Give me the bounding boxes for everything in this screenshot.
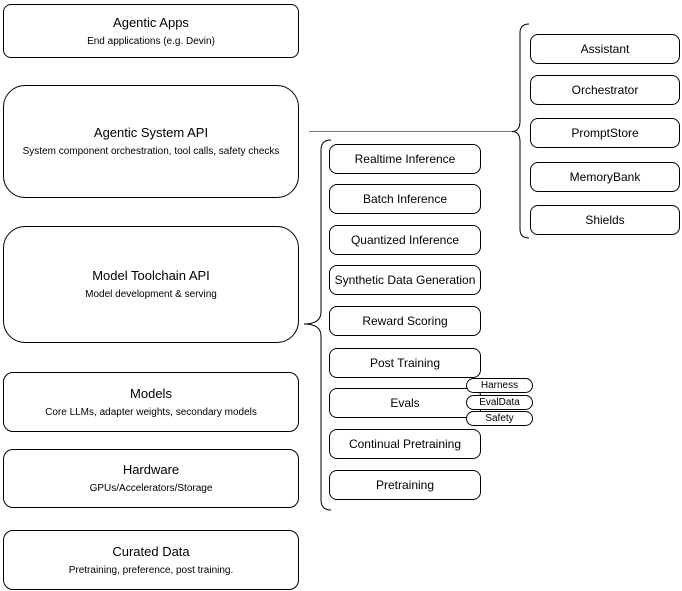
system-components-brace xyxy=(511,23,530,239)
component-promptstore: PromptStore xyxy=(530,118,680,148)
models-subtitle: Core LLMs, adapter weights, secondary mo… xyxy=(45,406,257,418)
eval-tag-label: EvalData xyxy=(479,397,520,408)
component-memorybank: MemoryBank xyxy=(530,162,680,192)
toolchain-item-label: Post Training xyxy=(369,356,441,370)
component-label: Orchestrator xyxy=(571,83,639,97)
toolchain-item-label: Continual Pretraining xyxy=(348,437,462,451)
agentic-system-api-title: Agentic System API xyxy=(93,125,209,140)
component-label: MemoryBank xyxy=(569,170,641,184)
agentic-system-api-box: Agentic System API System component orch… xyxy=(3,85,299,198)
component-assistant: Assistant xyxy=(530,34,680,64)
eval-tag-safety: Safety xyxy=(466,411,533,426)
models-title: Models xyxy=(130,385,172,401)
model-toolchain-api-title: Model Toolchain API xyxy=(92,268,210,283)
agentic-apps-title: Agentic Apps xyxy=(113,14,189,30)
component-label: Assistant xyxy=(580,42,630,56)
curated-data-title: Curated Data xyxy=(112,543,190,559)
toolchain-item-reward-scoring: Reward Scoring xyxy=(329,306,481,336)
toolchain-item-realtime-inference: Realtime Inference xyxy=(329,144,481,174)
toolchain-item-label: Synthetic Data Generation xyxy=(334,273,476,287)
eval-tag-evaldata: EvalData xyxy=(466,395,533,410)
toolchain-item-batch-inference: Batch Inference xyxy=(329,184,481,214)
toolchain-item-synthetic-data-generation: Synthetic Data Generation xyxy=(329,265,481,295)
toolchain-item-label: Batch Inference xyxy=(362,192,448,206)
eval-tag-harness: Harness xyxy=(466,378,533,393)
toolchain-items-brace xyxy=(303,139,332,511)
toolchain-item-label: Reward Scoring xyxy=(362,314,448,328)
eval-tag-label: Harness xyxy=(480,380,519,391)
toolchain-item-post-training: Post Training xyxy=(329,348,481,378)
curated-data-box: Curated Data Pretraining, preference, po… xyxy=(3,530,299,590)
eval-tag-label: Safety xyxy=(485,413,514,424)
agentic-apps-subtitle: End applications (e.g. Devin) xyxy=(87,35,215,47)
toolchain-item-evals: Evals xyxy=(329,388,481,418)
toolchain-item-continual-pretraining: Continual Pretraining xyxy=(329,429,481,459)
component-label: PromptStore xyxy=(571,126,639,140)
hardware-subtitle: GPUs/Accelerators/Storage xyxy=(89,483,213,494)
component-label: Shields xyxy=(585,213,625,227)
agentic-apps-box: Agentic Apps End applications (e.g. Devi… xyxy=(3,4,299,58)
hardware-title: Hardware xyxy=(122,462,180,477)
hardware-box: Hardware GPUs/Accelerators/Storage xyxy=(3,449,299,508)
models-box: Models Core LLMs, adapter weights, secon… xyxy=(3,372,299,432)
toolchain-item-quantized-inference: Quantized Inference xyxy=(329,225,481,255)
toolchain-item-label: Pretraining xyxy=(375,478,435,492)
curated-data-subtitle: Pretraining, preference, post training. xyxy=(68,564,234,576)
model-toolchain-api-box: Model Toolchain API Model development & … xyxy=(3,226,299,343)
model-toolchain-api-subtitle: Model development & serving xyxy=(85,289,217,300)
component-shields: Shields xyxy=(530,205,680,235)
toolchain-item-label: Realtime Inference xyxy=(354,152,456,166)
toolchain-item-label: Evals xyxy=(390,396,420,410)
toolchain-item-label: Quantized Inference xyxy=(350,233,460,247)
component-orchestrator: Orchestrator xyxy=(530,75,680,105)
agentic-system-api-subtitle: System component orchestration, tool cal… xyxy=(22,146,280,157)
toolchain-item-pretraining: Pretraining xyxy=(329,470,481,500)
